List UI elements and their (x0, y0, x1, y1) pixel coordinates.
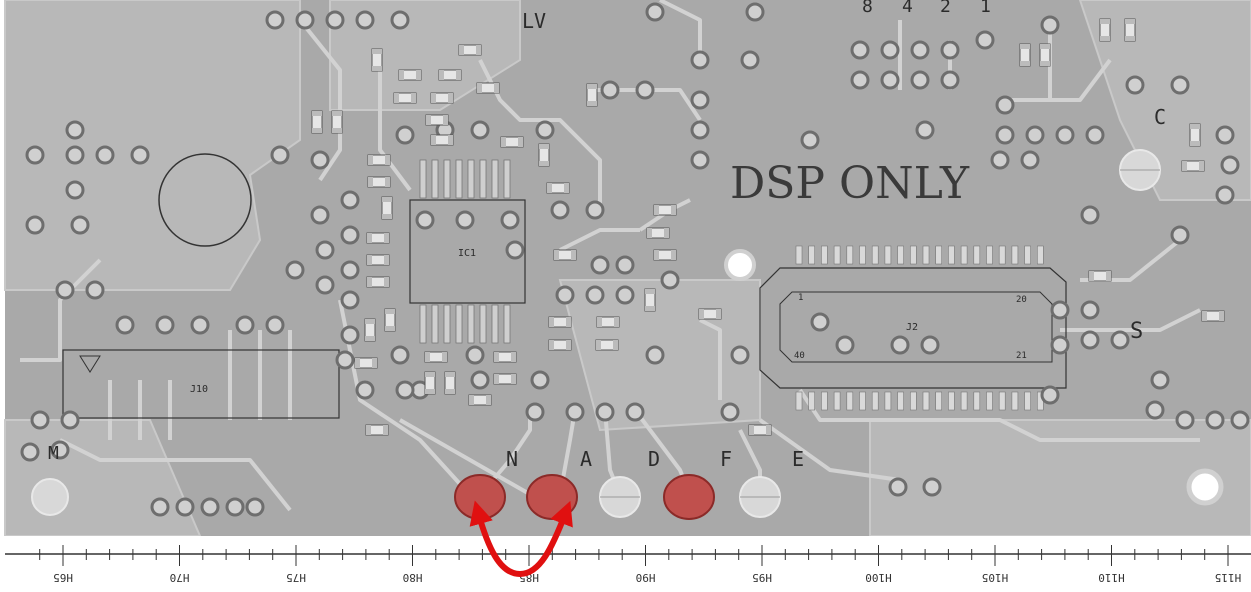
ruler-label: H90 (636, 571, 656, 584)
label-c: C (1154, 105, 1166, 129)
ruler-label: H110 (1098, 571, 1125, 584)
label-top-1: 1 (980, 0, 991, 17)
ruler-label: H70 (170, 571, 190, 584)
label-j2: J2 (906, 322, 918, 333)
ruler-label: H75 (286, 571, 306, 584)
label-pin-1: 1 (798, 293, 803, 303)
double-headed-curved-arrow-icon (469, 500, 573, 578)
marker-f (663, 474, 715, 520)
pad-letter-a: A (580, 447, 592, 471)
ruler-label: H115 (1215, 571, 1242, 584)
label-lv: LV (522, 9, 546, 33)
marker-a (526, 474, 578, 520)
ruler-label: H100 (865, 571, 892, 584)
ruler-label: H65 (53, 571, 73, 584)
label-dsp-only: DSP ONLY (730, 158, 970, 209)
j2-pins (795, 245, 1044, 411)
label-top-2: 2 (940, 0, 951, 17)
label-pin-40: 40 (794, 351, 805, 361)
through-hole-pads (20, 2, 1250, 517)
j2-outline (759, 267, 1067, 389)
half-pad-lines (600, 169, 1160, 498)
label-pin-21: 21 (1016, 351, 1027, 361)
ruler-label: H105 (982, 571, 1009, 584)
ic1-pins (419, 159, 511, 344)
label-s: S (1130, 319, 1143, 344)
label-top-4: 4 (902, 0, 913, 17)
pad-letter-d: D (648, 447, 660, 471)
ruler-ticks (39, 545, 1229, 566)
pin1-triangle (79, 355, 101, 373)
mounting-pad (724, 249, 756, 281)
j10-outline (62, 349, 340, 419)
pad-letter-n: N (506, 447, 518, 471)
smd-components (311, 18, 1225, 436)
ruler-background (0, 536, 1251, 592)
label-pin-20: 20 (1016, 295, 1027, 305)
mounting-pad (1186, 468, 1224, 506)
ruler-label: H95 (752, 571, 772, 584)
mounting-hole-outline (158, 153, 252, 247)
label-j10: J10 (190, 384, 208, 395)
pad-letter-f: F (720, 447, 732, 471)
pad-letter-e: E (792, 447, 804, 471)
ic1-outline (409, 199, 526, 304)
label-m: M (48, 443, 59, 464)
ruler-label: H80 (403, 571, 423, 584)
j2-inner-outline (779, 291, 1053, 363)
label-top-8: 8 (862, 0, 873, 17)
label-ic1: IC1 (458, 248, 476, 259)
